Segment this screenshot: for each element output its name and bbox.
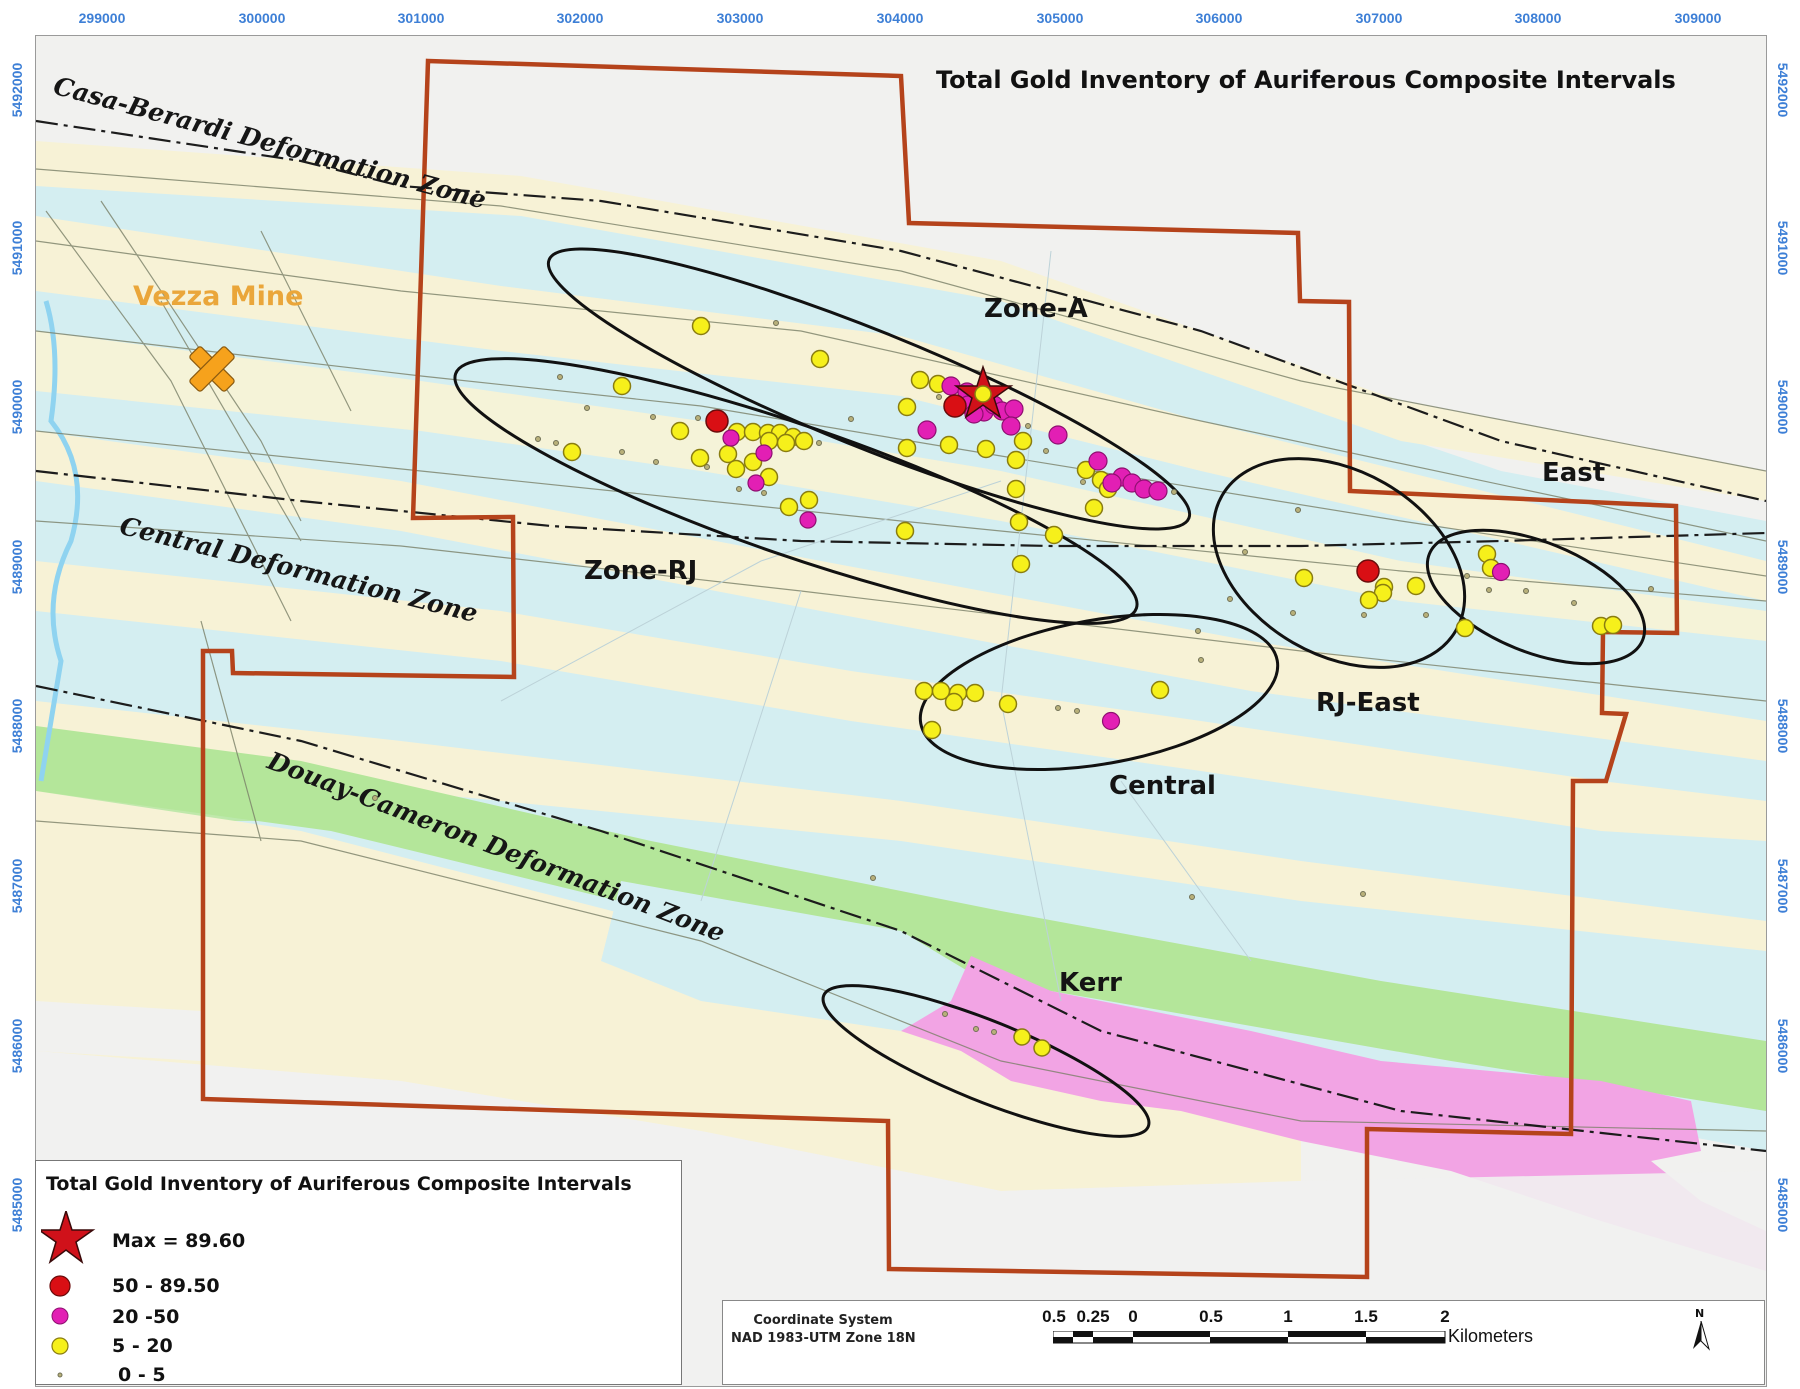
scale-tick: 2 xyxy=(1440,1307,1450,1326)
y-axis-tick-label: 5490000 xyxy=(1775,379,1791,435)
zone-rj-outline xyxy=(453,357,1139,625)
geology-belts xyxy=(36,141,1766,1386)
kerr-label: Kerr xyxy=(1059,968,1122,998)
deformation-zone-lines xyxy=(36,119,1766,1153)
max-star-marker xyxy=(953,364,1014,419)
zone-outlines xyxy=(453,247,1647,1138)
x-axis-tick-label: 304000 xyxy=(876,10,924,26)
zone-a-outline xyxy=(546,247,1192,531)
x-axis-tick-label: 299000 xyxy=(78,10,126,26)
y-axis-tick-label: 5489000 xyxy=(9,539,25,595)
y-axis-tick-label: 5492000 xyxy=(9,62,25,118)
y-axis-tick-label: 5490000 xyxy=(9,379,25,435)
legend-label-max: Max = 89.60 xyxy=(112,1230,246,1252)
x-axis-tick-label: 308000 xyxy=(1514,10,1562,26)
north-label: N xyxy=(1695,1307,1705,1320)
legend-label-5-20: 5 - 20 xyxy=(112,1335,173,1357)
y-axis-tick-label: 5491000 xyxy=(9,220,25,276)
x-axis-tick-label: 301000 xyxy=(397,10,445,26)
y-axis-tick-label: 5488000 xyxy=(1775,698,1791,754)
y-axis-tick-label: 5492000 xyxy=(1775,62,1791,118)
rj-east-label: RJ-East xyxy=(1316,688,1420,718)
scale-tick: 0.5 xyxy=(1042,1307,1066,1326)
legend-symbols xyxy=(41,1211,96,1378)
coordinate-system-value: NAD 1983-UTM Zone 18N xyxy=(731,1331,916,1346)
zone-a-label: Zone-A xyxy=(984,294,1088,324)
scale-tick: 0.5 xyxy=(1199,1307,1223,1326)
scale-bar xyxy=(1053,1331,1446,1344)
x-axis-tick-label: 300000 xyxy=(238,10,286,26)
y-axis-tick-label: 5491000 xyxy=(1775,220,1791,276)
red-circle-icon xyxy=(49,1275,71,1297)
zone-rj-label: Zone-RJ xyxy=(584,556,698,586)
x-axis-tick-label: 305000 xyxy=(1036,10,1084,26)
y-axis-tick-label: 5489000 xyxy=(1775,539,1791,595)
yellow-circle-icon xyxy=(51,1337,69,1355)
y-axis-tick-label: 5488000 xyxy=(9,698,25,754)
river xyxy=(38,300,81,782)
x-axis-tick-label: 302000 xyxy=(556,10,604,26)
x-axis-tick-label: 307000 xyxy=(1355,10,1403,26)
y-axis-tick-label: 5487000 xyxy=(9,858,25,914)
scale-tick: 0.25 xyxy=(1076,1307,1110,1326)
map-frame[interactable]: Total Gold Inventory of Auriferous Compo… xyxy=(35,35,1767,1387)
scale-bar-box: Coordinate System NAD 1983-UTM Zone 18N … xyxy=(722,1300,1765,1385)
y-axis-tick-label: 5487000 xyxy=(1775,858,1791,914)
scale-units: Kilometers xyxy=(1448,1326,1534,1346)
scale-tick: 1.5 xyxy=(1354,1307,1378,1326)
east-outline xyxy=(1425,528,1647,666)
y-axis-tick-label: 5485000 xyxy=(9,1177,25,1233)
property-boundary xyxy=(200,58,1680,1280)
y-axis-tick-label: 5486000 xyxy=(1775,1018,1791,1074)
legend-label-50-89: 50 - 89.50 xyxy=(112,1275,220,1297)
magenta-circle-icon xyxy=(51,1307,69,1325)
star-icon xyxy=(41,1211,96,1264)
kerr-outline xyxy=(821,984,1151,1138)
gold-points-0-5 xyxy=(372,320,1654,1035)
map-canvas xyxy=(36,58,1766,1386)
legend-title: Total Gold Inventory of Auriferous Compo… xyxy=(46,1173,632,1195)
east-label: East xyxy=(1542,458,1606,488)
gold-points-50-89 xyxy=(705,394,1380,583)
coordinate-system-label: Coordinate System xyxy=(753,1313,893,1328)
central-label: Central xyxy=(1109,771,1216,801)
legend: Total Gold Inventory of Auriferous Compo… xyxy=(35,1160,682,1386)
small-dot-icon xyxy=(57,1372,63,1378)
x-axis-tick-label: 309000 xyxy=(1674,10,1722,26)
scale-tick: 1 xyxy=(1283,1307,1293,1326)
map-title: Total Gold Inventory of Auriferous Compo… xyxy=(936,66,1676,94)
vezza-mine-marker xyxy=(189,346,235,392)
rj-east-outline xyxy=(1211,457,1467,669)
x-axis-tick-label: 303000 xyxy=(716,10,764,26)
north-arrow: N xyxy=(1689,1307,1713,1351)
x-axis-tick-label: 306000 xyxy=(1195,10,1243,26)
central-outline xyxy=(918,612,1280,772)
y-axis-tick-label: 5486000 xyxy=(9,1018,25,1074)
vezza-mine-label: Vezza Mine xyxy=(133,281,304,312)
north-arrow-icon xyxy=(1693,1321,1711,1351)
legend-label-20-50: 20 -50 xyxy=(112,1306,180,1328)
scale-tick: 0 xyxy=(1128,1307,1138,1326)
y-axis-tick-label: 5485000 xyxy=(1775,1177,1791,1233)
legend-label-0-5: 0 - 5 xyxy=(118,1364,166,1386)
